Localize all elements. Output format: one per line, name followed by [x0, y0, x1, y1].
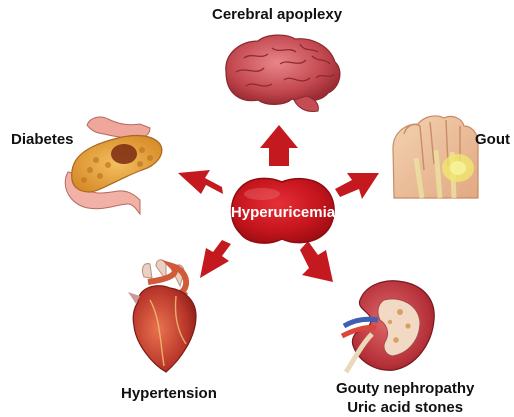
center-label: Hyperuricemia	[231, 204, 336, 221]
nephropathy-label-line1: Gouty nephropathy	[336, 379, 474, 398]
gout-label: Gout	[475, 131, 510, 148]
kidney-icon	[342, 281, 434, 372]
hypertension-label: Hypertension	[121, 385, 217, 402]
arrow-to-nephropathy	[300, 241, 333, 282]
diabetes-label: Diabetes	[11, 131, 74, 148]
arrow-to-hypertension	[200, 240, 231, 278]
brain-icon	[226, 35, 340, 111]
nephropathy-label-line2: Uric acid stones	[336, 398, 474, 417]
foot-joint-icon	[393, 116, 478, 198]
heart-icon	[128, 260, 196, 372]
arrow-to-gout	[335, 173, 379, 199]
arrow-to-cerebral	[260, 125, 298, 166]
arrow-to-diabetes	[178, 170, 223, 194]
pancreas-stomach-icon	[65, 117, 162, 214]
nephropathy-label: Gouty nephropathy Uric acid stones	[336, 379, 474, 417]
center-node: Hyperuricemia	[231, 178, 336, 243]
cerebral-apoplexy-label: Cerebral apoplexy	[212, 6, 342, 23]
